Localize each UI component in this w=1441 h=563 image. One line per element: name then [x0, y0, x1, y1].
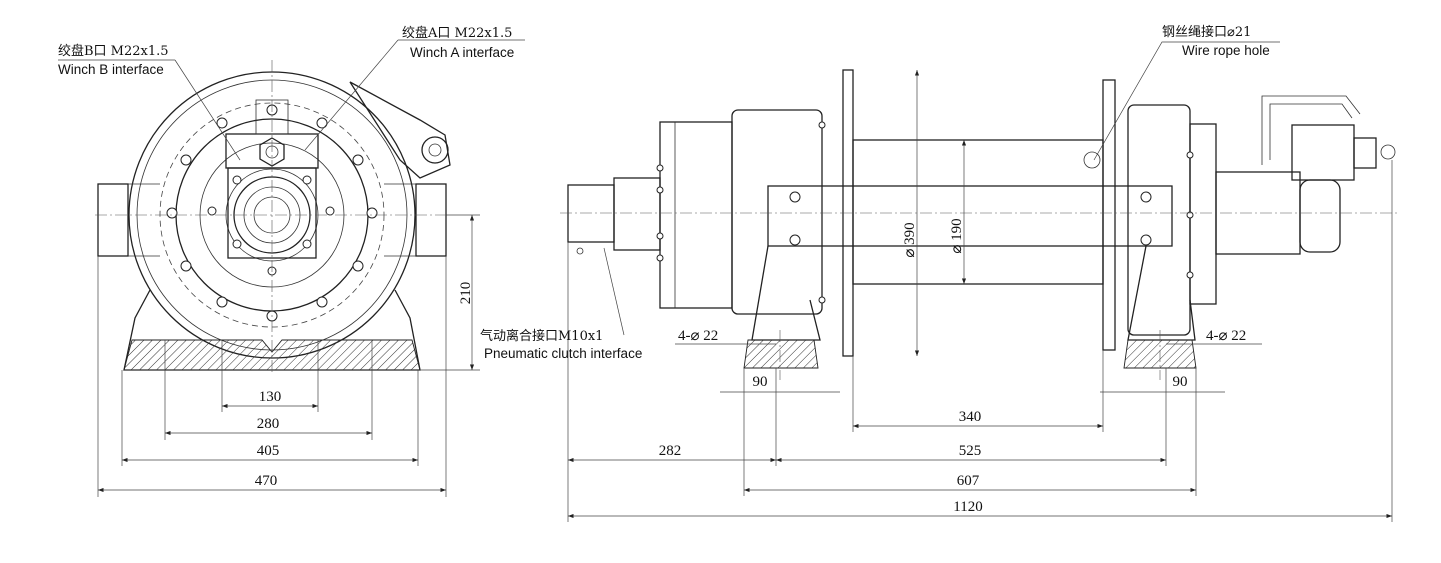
winch-a-label-cn: 绞盘A口 M22x1.5	[402, 25, 512, 41]
side-valve-block	[1291, 124, 1355, 181]
dim-210: 210	[458, 282, 474, 305]
wire-rope-label-en: Wire rope hole	[1182, 43, 1270, 58]
hole-label-left: 4-⌀ 22	[678, 328, 718, 344]
winch-b-label-cn: 绞盘B口 M22x1.5	[58, 43, 169, 59]
wire-rope-label-cn: 钢丝绳接口⌀21	[1162, 24, 1251, 40]
dim-280: 280	[257, 416, 280, 432]
dim-470: 470	[255, 473, 278, 489]
side-view: ⌀ 390 ⌀ 190 90 90 340 282 525 607 1120	[480, 24, 1400, 522]
front-left-boss	[97, 183, 129, 257]
side-left-foot-hatch	[743, 339, 819, 369]
dim-405: 405	[257, 443, 280, 459]
side-left-foot	[751, 245, 821, 341]
side-right-flange	[1102, 79, 1116, 351]
dim-130: 130	[259, 389, 282, 405]
dim-dia-390: ⌀ 390	[902, 222, 918, 257]
side-pneumatic-cylinder	[567, 184, 615, 243]
dim-282: 282	[659, 443, 682, 459]
dim-1120: 1120	[953, 499, 982, 515]
dim-90-left: 90	[753, 374, 768, 390]
winch-a-label-en: Winch A interface	[410, 45, 514, 60]
winch-b-label-en: Winch B interface	[58, 62, 164, 77]
front-bolt-ring	[166, 104, 378, 322]
pneumatic-label-cn: 气动离合接口M10x1	[480, 328, 603, 344]
side-right-foot	[1127, 245, 1196, 341]
dim-607: 607	[957, 473, 980, 489]
front-right-boss	[415, 183, 447, 257]
dim-340: 340	[959, 409, 982, 425]
dim-525: 525	[959, 443, 982, 459]
pneumatic-label-en: Pneumatic clutch interface	[484, 346, 642, 361]
side-left-housing	[731, 109, 823, 315]
wire-rope-hole	[1083, 151, 1101, 169]
dim-90-right: 90	[1173, 374, 1188, 390]
side-drum	[852, 139, 1104, 285]
dim-dia-190: ⌀ 190	[949, 218, 965, 253]
side-right-housing	[1127, 104, 1191, 336]
side-frame-bar	[767, 185, 1173, 247]
front-clutch-lever	[349, 81, 451, 179]
side-left-gearbox	[659, 121, 733, 309]
front-view: 210 130 280 405 470 绞盘B口 M22x1.5 Winch B…	[58, 25, 525, 497]
hole-label-right: 4-⌀ 22	[1206, 328, 1246, 344]
